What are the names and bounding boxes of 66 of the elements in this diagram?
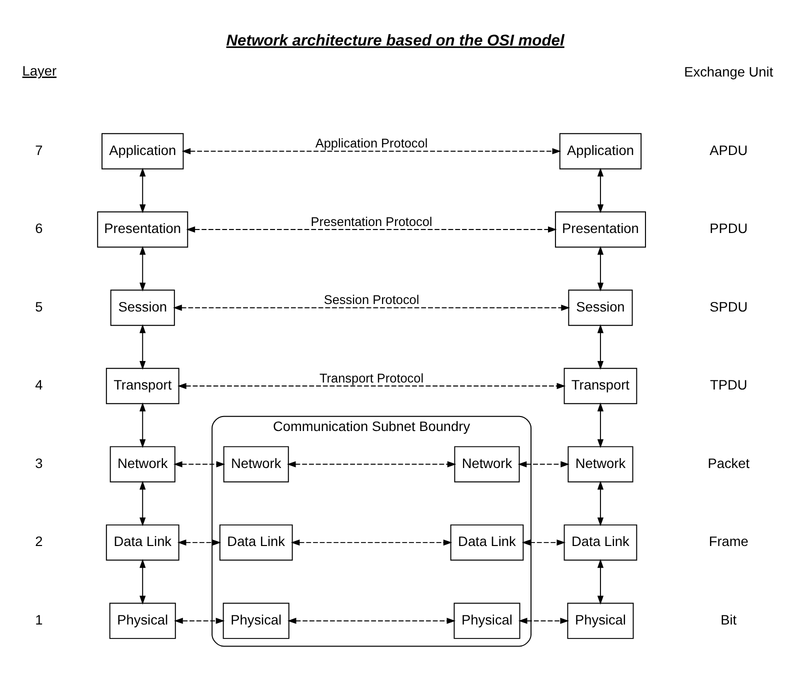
label: PPDU — [710, 220, 748, 236]
arrow — [173, 304, 570, 310]
node-box: Network — [568, 446, 634, 482]
node-box: Physical — [454, 602, 520, 638]
arrow — [174, 617, 225, 624]
arrow — [140, 245, 146, 292]
arrow — [290, 538, 452, 546]
node-box: Presentation — [554, 210, 646, 248]
node-box: Data Link — [219, 524, 293, 560]
arrow — [140, 167, 146, 213]
arrow — [597, 480, 604, 526]
node-box: Transport — [106, 367, 180, 404]
node-box: Network — [454, 446, 520, 482]
edge-label: Application Protocol — [315, 135, 428, 150]
node-box: Presentation — [97, 210, 188, 248]
label: 1 — [35, 612, 43, 627]
arrow — [597, 402, 604, 448]
node-box: Data Link — [106, 524, 180, 560]
node-box: Data Link — [564, 524, 638, 560]
arrow — [140, 324, 146, 370]
arrow — [287, 617, 456, 624]
label: Exchange Unit — [684, 64, 774, 80]
arrow — [286, 460, 456, 467]
arrow — [597, 245, 604, 292]
label: 3 — [35, 455, 43, 470]
arrow — [140, 402, 146, 448]
arrow — [140, 558, 146, 604]
arrow — [518, 460, 570, 467]
arrow — [173, 460, 226, 467]
label: APDU — [710, 142, 748, 158]
arrow — [182, 148, 562, 154]
node-box: Physical — [222, 602, 290, 638]
label: 6 — [35, 220, 43, 236]
node-box: Application — [102, 132, 184, 169]
node-box: Network — [223, 446, 289, 482]
node-box: Network — [110, 446, 176, 482]
label: Packet — [708, 455, 750, 470]
node-box: Transport — [564, 367, 638, 404]
label: 4 — [35, 377, 43, 392]
edge-label: Presentation Protocol — [310, 213, 432, 228]
arrow — [186, 226, 557, 232]
label: SPDU — [710, 298, 748, 314]
label: Frame — [708, 534, 748, 549]
node-box: Session — [110, 289, 175, 326]
node-box: Data Link — [450, 524, 524, 560]
label: 5 — [35, 298, 43, 314]
label: 2 — [35, 534, 43, 549]
edge-label: Session Protocol — [324, 292, 420, 307]
arrow — [597, 558, 604, 604]
arrow — [178, 382, 566, 389]
node-box: Physical — [567, 602, 634, 638]
node-box: Application — [559, 132, 642, 169]
arrow — [518, 617, 570, 624]
arrow — [177, 538, 222, 546]
node-box: Physical — [109, 602, 176, 638]
diagram-title: Network architecture based on the OSI model — [226, 32, 564, 49]
arrow — [140, 480, 146, 526]
label: 7 — [35, 142, 43, 158]
arrow — [522, 538, 566, 546]
arrow — [597, 324, 604, 370]
label: Layer — [22, 63, 57, 78]
label: Bit — [720, 612, 737, 627]
label: TPDU — [710, 377, 748, 392]
arrow — [597, 167, 604, 213]
edge-label: Transport Protocol — [320, 370, 424, 386]
node-box: Session — [568, 289, 633, 326]
